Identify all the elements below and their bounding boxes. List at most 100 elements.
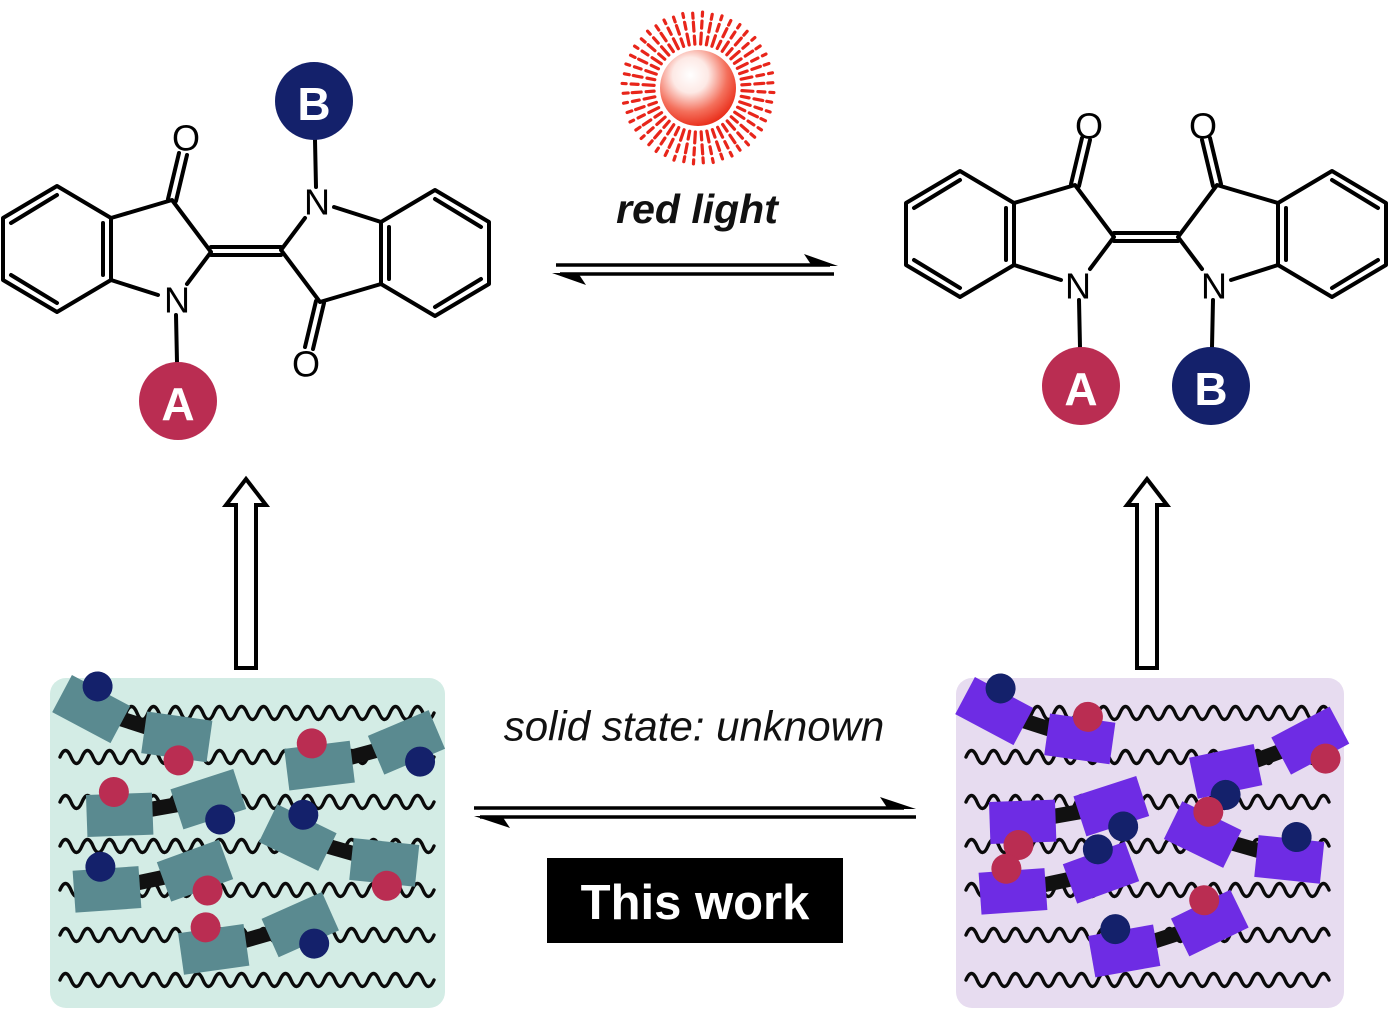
polymer-chain (58, 971, 436, 989)
molecule-block (955, 677, 1034, 746)
sun-ray (616, 95, 657, 107)
sun-ray (690, 4, 697, 46)
molecule-block (349, 838, 420, 887)
oxygen-label: O (1189, 106, 1217, 147)
substituent-b-dot (85, 851, 116, 882)
benzene-ring (1, 184, 113, 314)
n-b-bond (313, 138, 318, 189)
central-double-bond (209, 245, 283, 257)
sun-ray (634, 32, 667, 61)
sun-ray (614, 89, 656, 96)
substituent-a-dot (296, 728, 327, 759)
molecule-block (141, 711, 213, 763)
sun-ray (618, 100, 659, 117)
carbonyl-double-bond (1200, 136, 1223, 188)
molecule-block (1189, 743, 1263, 799)
red-light-sun-icon (614, 4, 782, 172)
nitrogen-label: N (1065, 266, 1091, 307)
sun-ray (740, 89, 782, 95)
molecule-block (1271, 706, 1350, 775)
sun-ray (679, 6, 691, 47)
substituent-a-badge: A (139, 362, 217, 440)
substituent-b-dot (405, 746, 436, 777)
switch-molecule (52, 671, 213, 776)
sun-ray (725, 24, 754, 57)
molecule-half (1163, 796, 1242, 868)
sun-ray (737, 59, 778, 76)
molecule-block (261, 891, 339, 958)
sun-ray (618, 60, 658, 76)
benzene-ring (379, 188, 491, 318)
substituent-b-dot (1281, 822, 1312, 853)
aromatic-double-bonds (1284, 178, 1380, 290)
oxygen-label: O (292, 344, 320, 385)
sun-ray (659, 13, 680, 51)
substituent-b-dot (1108, 811, 1139, 842)
molecule-half (955, 673, 1034, 746)
substituent-a-dot (190, 912, 221, 943)
substituent-b-dot (288, 799, 319, 830)
molecule-block (1170, 889, 1249, 957)
solid-state-label: solid state: unknown (504, 703, 885, 750)
substituent-a-badge: A (1042, 347, 1120, 425)
red-light-label: red light (616, 186, 780, 232)
nitrogen-label: N (1201, 266, 1227, 307)
sun-ray (641, 25, 671, 57)
n-a-bond (174, 313, 179, 364)
switch-molecule (284, 710, 446, 791)
up-arrow-right (1122, 475, 1172, 670)
oxygen-label: O (172, 118, 200, 159)
molecule-half (349, 838, 420, 901)
switch-molecule (258, 799, 420, 901)
switch-molecule (85, 769, 247, 837)
benzene-ring (1276, 169, 1388, 299)
molecule-block (156, 839, 234, 902)
substituent-a-dot (163, 745, 194, 776)
sun-ray (739, 69, 780, 81)
sun-ray (735, 105, 774, 126)
sun-ray (740, 80, 782, 87)
molecule-half (170, 769, 247, 835)
equilibrium-arrows-top (552, 254, 838, 285)
sun-ray (710, 8, 726, 48)
sun-ray (614, 81, 656, 87)
aromatic-double-bonds (9, 193, 105, 305)
molecule-block (52, 675, 131, 744)
sun-ray (699, 4, 705, 46)
molecule-half (85, 777, 154, 837)
molecule-block (367, 710, 446, 775)
switch-molecule (1189, 706, 1350, 810)
molecule-half (261, 891, 339, 959)
molecule-half (52, 671, 131, 744)
switch-molecule (978, 834, 1140, 915)
sun-ray (704, 5, 716, 47)
molecule-block (72, 866, 142, 913)
central-double-bond (1112, 231, 1180, 243)
substituent-a-dot (371, 870, 402, 901)
sun-ray (725, 119, 755, 151)
sun-ray (670, 128, 686, 168)
nitrogen-label: N (304, 182, 330, 223)
sun-ray (721, 122, 746, 158)
molecule-half (978, 853, 1048, 915)
substituent-a-dot (1003, 829, 1034, 860)
sun-ray (615, 70, 657, 82)
sun-ray (635, 115, 667, 145)
sun-ray (680, 129, 692, 171)
substituent-b-dot (82, 671, 113, 702)
sun-ray (660, 125, 681, 164)
substituent-b-letter: B (297, 78, 330, 130)
substituent-b-letter: B (1194, 363, 1227, 415)
substituent-b-dot (985, 673, 1016, 704)
molecule-half (72, 851, 142, 913)
sun-ray (732, 40, 768, 65)
sun-sphere (660, 50, 736, 126)
substituent-b-badge: B (1172, 347, 1250, 425)
molecule-half (1254, 822, 1325, 884)
sun-ray (738, 100, 778, 116)
five-ring-bonds (1176, 183, 1280, 282)
substituent-a-dot (192, 875, 223, 906)
sun-rays (614, 4, 782, 172)
five-ring-bonds (109, 198, 213, 297)
molecule-half (1088, 914, 1161, 978)
